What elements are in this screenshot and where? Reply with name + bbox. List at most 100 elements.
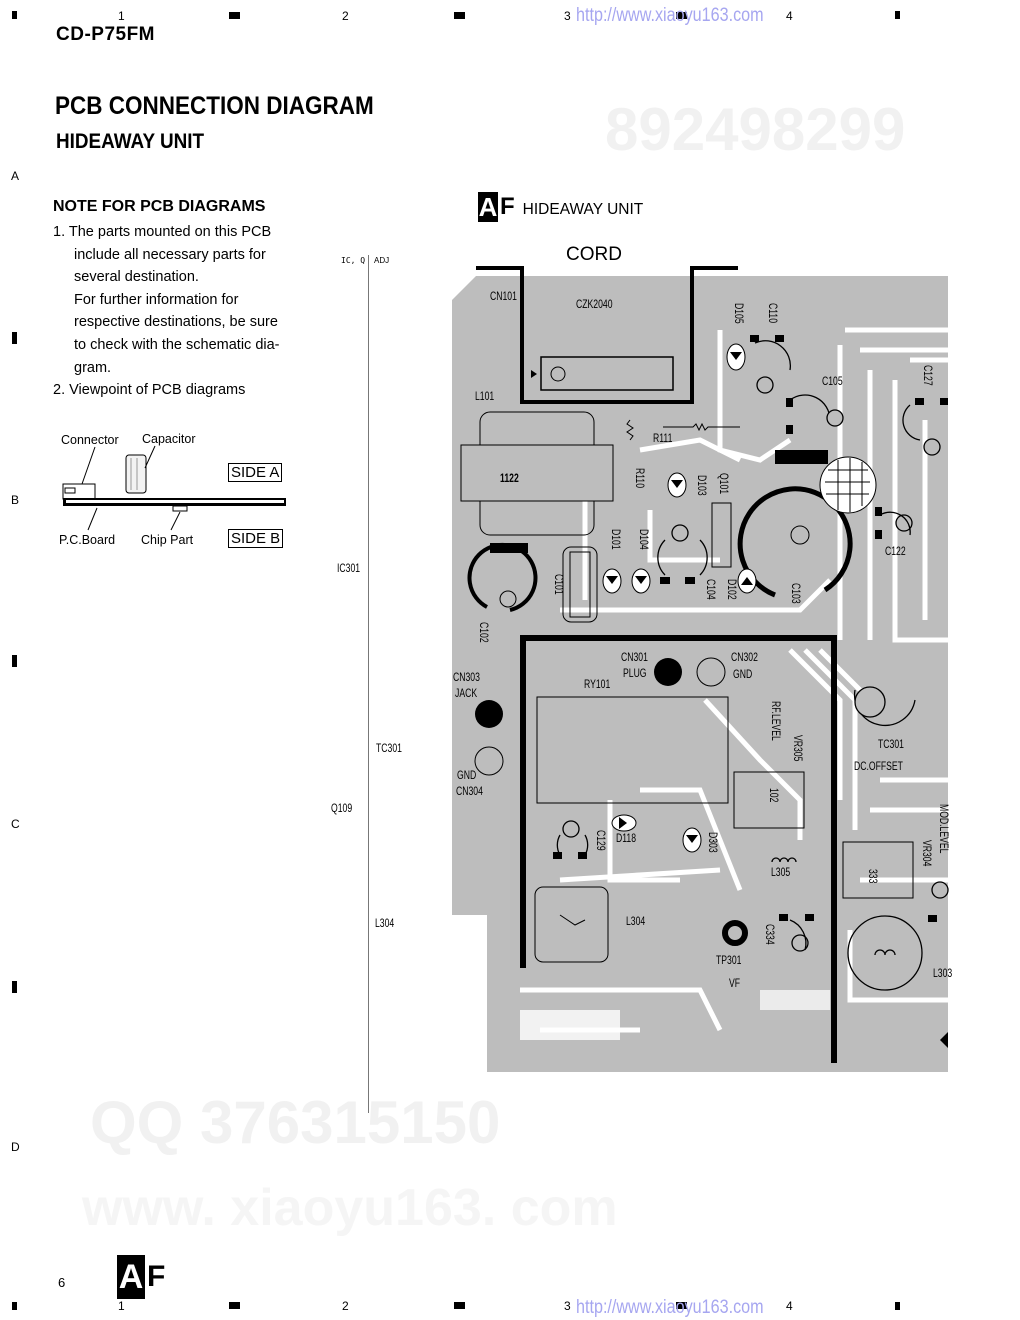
register-mark [676,1302,687,1309]
label-d303: D303 [706,832,720,853]
label-d101: D101 [609,529,623,550]
label-t1122: 1122 [500,471,519,485]
page-subtitle: HIDEAWAY UNIT [56,130,205,153]
label-d118: D118 [616,831,637,845]
label-c110: C110 [766,303,780,324]
label-c101: C101 [552,574,566,595]
grid-col-1: 1 [118,1299,125,1313]
label-cn101: CN101 [490,289,517,303]
register-mark [12,1302,17,1310]
page-number: 6 [58,1275,66,1290]
grid-row-b: B [11,493,20,507]
watermark-site: www. xiaoyu163. com [82,1179,618,1237]
grid-col-4: 4 [786,9,793,23]
label-cn302: CN302 [731,650,758,664]
label-c103: C103 [789,583,803,604]
unit-name: HIDEAWAY UNIT [522,201,644,218]
grid-col-3: 3 [564,9,571,23]
note-line: gram. [74,359,112,376]
label-jack: JACK [455,686,478,700]
label-d102: D102 [725,579,739,600]
note-line: 1. The parts mounted on this PCB [53,224,272,240]
source-url[interactable]: http://www.xiaoyu163.com [576,1297,764,1318]
note-heading: NOTE FOR PCB DIAGRAMS [53,198,266,215]
chip-part-label: Chip Part [141,533,194,547]
index-divider [368,255,369,1113]
label-l303: L303 [933,966,953,980]
pcb-traces [520,327,948,1033]
unit-badge-f: F [500,193,515,220]
connector-label: Connector [61,433,119,447]
label-c334: C334 [763,924,777,945]
index-ic-item[interactable]: Q109 [331,801,353,815]
label-czk2040: CZK2040 [576,297,613,311]
index-ic-item[interactable]: IC301 [337,561,361,575]
label-ry101: RY101 [584,677,611,691]
footer-badge: A F [117,1255,165,1299]
note-line: to check with the schematic dia- [74,336,280,353]
label-d103: D103 [695,475,709,496]
label-d105: D105 [732,303,746,324]
grid-col-2: 2 [342,9,349,23]
watermark-qq: QQ 376315150 [90,1089,501,1156]
label-c127: C127 [921,365,935,386]
label-ic102: 102 [767,788,781,803]
register-mark [12,655,17,667]
grid-col-3: 3 [564,1299,571,1313]
watermark-tel: 892498299 [605,96,906,163]
label-c129: C129 [594,830,608,851]
label-cn304: CN304 [456,784,483,798]
register-mark [454,12,465,19]
register-mark [12,11,17,19]
side-b-label: SIDE B [228,529,284,548]
label-gnd2: GND [457,768,477,782]
note-line: include all necessary parts for [74,246,266,263]
index-adj-item[interactable]: L304 [375,916,395,930]
label-l305: L305 [771,865,791,879]
note-line: respective destinations, be sure [74,314,278,331]
label-cn303: CN303 [453,670,480,684]
label-rf-level: RF.LEVEL [769,701,783,741]
label-vr305: VR305 [791,735,805,762]
register-mark [895,11,900,19]
grid-row-a: A [11,169,20,183]
page-title: PCB CONNECTION DIAGRAM [55,92,374,120]
register-mark [454,1302,465,1309]
label-r111: R111 [653,431,673,445]
side-a-label: SIDE A [228,463,283,482]
label-c102: C102 [477,622,491,643]
label-l304: L304 [626,914,646,928]
label-q101: Q101 [717,473,731,495]
source-url[interactable]: http://www.xiaoyu163.com [576,5,764,26]
footer-badge-a: A [117,1255,145,1299]
label-ic333: 333 [866,869,880,884]
note-line: For further information for [74,291,239,308]
model-name: CD-P75FM [56,24,156,45]
pcb-board [452,276,948,1072]
pcboard-label: P.C.Board [59,533,116,547]
label-l101: L101 [475,389,495,403]
register-mark [12,332,17,344]
index-adj-item[interactable]: TC301 [376,741,402,755]
grid-row-c: C [11,817,20,831]
note-body: 1. The parts mounted on this PCB include… [53,221,280,402]
grid-col-4: 4 [786,1299,793,1313]
viewpoint-illustration [62,445,286,531]
index-header-adj: ADJ [374,256,390,265]
label-plug: PLUG [623,666,647,680]
label-vf: VF [729,976,741,990]
footer-badge-f: F [147,1260,166,1293]
label-c105: C105 [822,374,843,388]
note-line: 2. Viewpoint of PCB diagrams [53,382,246,399]
label-vr304: VR304 [920,840,934,867]
label-d104: D104 [637,529,651,550]
label-cn301: CN301 [621,650,648,664]
unit-badge-a: A [478,192,498,222]
note-line: several destination. [74,269,199,286]
grid-col-2: 2 [342,1299,349,1313]
label-dc-offset: DC.OFFSET [854,759,903,773]
label-c122: C122 [885,544,906,558]
label-mod-level: MOD.LEVEL [937,804,951,854]
